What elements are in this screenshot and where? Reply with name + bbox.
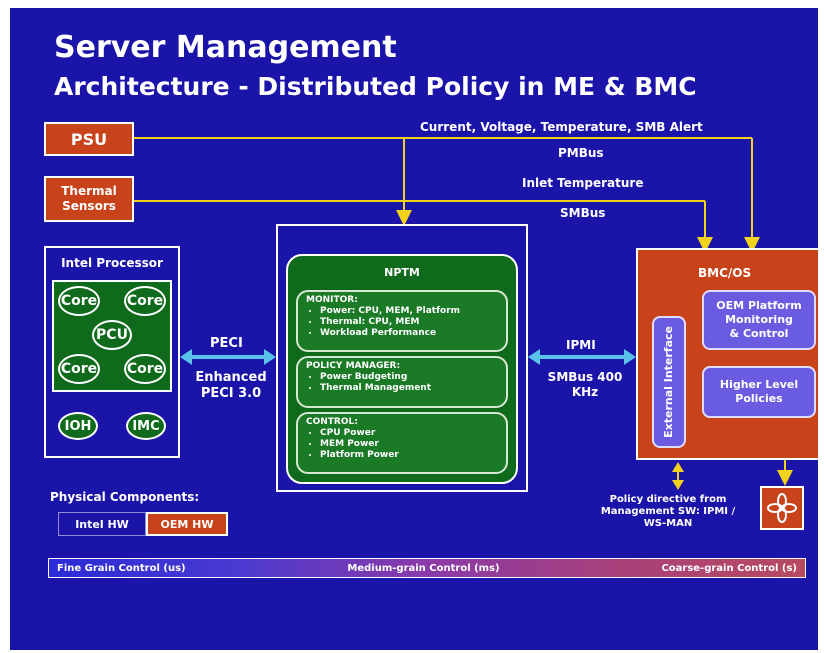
connector-lines [134,137,793,490]
monitor-item: Workload Performance [320,328,498,339]
fine-grain-label: Fine Grain Control (us) [57,562,186,574]
nptm-control-section: CONTROL: CPU Power MEM Power Platform Po… [296,412,508,474]
grain-control-bar: Fine Grain Control (us) Medium-grain Con… [48,558,806,578]
monitor-item: Power: CPU, MEM, Platform [320,306,498,317]
medium-grain-label: Medium-grain Control (ms) [347,562,500,574]
ioh: IOH [58,412,98,440]
intel-processor-box: Intel Processor Core Core PCU Core Core … [44,246,180,458]
monitor-header: MONITOR: [306,295,358,305]
slide: Server Management Architecture - Distrib… [10,8,818,650]
smbus-label: SMBus [560,206,606,220]
ipmi-label: IPMI [566,338,596,352]
cpu-die: Core Core PCU Core Core [52,280,172,392]
core-3: Core [58,354,100,384]
nptm-policy-section: POLICY MANAGER: Power Budgeting Thermal … [296,356,508,408]
smbus-400-label: SMBus 400 KHz [547,370,623,399]
nptm-title: NPTM [384,266,420,279]
higher-level-policies-box: Higher Level Policies [702,366,816,418]
enhanced-peci-label: Enhanced PECI 3.0 [195,370,267,401]
core-4: Core [124,354,166,384]
core-1: Core [58,286,100,316]
external-interface-label: External Interface [662,326,675,438]
nptm-panel: NPTM MONITOR: Power: CPU, MEM, Platform … [286,254,518,484]
thermal-sensors-box: Thermal Sensors [44,176,134,222]
title-line-1: Server Management [54,30,397,65]
intel-processor-title: Intel Processor [61,256,163,270]
control-item: CPU Power [320,428,498,439]
coarse-grain-label: Coarse-grain Control (s) [661,562,797,574]
control-item: Platform Power [320,450,498,461]
policy-item: Power Budgeting [320,372,498,383]
external-interface-box: External Interface [652,316,686,448]
pmbus-label: PMBus [558,146,604,160]
title-line-2: Architecture - Distributed Policy in ME … [54,72,697,101]
psu-signal-label: Current, Voltage, Temperature, SMB Alert [420,120,703,134]
policy-item: Thermal Management [320,383,498,394]
control-header: CONTROL: [306,417,358,427]
nptm-outer: NPTM MONITOR: Power: CPU, MEM, Platform … [276,224,528,492]
core-2: Core [124,286,166,316]
legend-oem-hw: OEM HW [146,512,228,536]
legend-title: Physical Components: [50,490,200,504]
fan-box [760,486,804,530]
nptm-monitor-section: MONITOR: Power: CPU, MEM, Platform Therm… [296,290,508,352]
inlet-temperature-label: Inlet Temperature [522,176,644,190]
bmc-os-title: BMC/OS [698,266,752,280]
psu-box: PSU [44,122,134,156]
control-item: MEM Power [320,439,498,450]
imc: IMC [126,412,166,440]
policy-header: POLICY MANAGER: [306,361,401,371]
oem-platform-box: OEM Platform Monitoring & Control [702,290,816,350]
monitor-item: Thermal: CPU, MEM [320,317,498,328]
pcu: PCU [92,320,132,350]
legend-intel-hw: Intel HW [58,512,146,536]
policy-directive-label: Policy directive from Management SW: IPM… [600,494,736,529]
bmc-os-box: BMC/OS External Interface OEM Platform M… [636,248,818,460]
peci-label: PECI [210,336,243,351]
fan-icon [767,493,797,523]
